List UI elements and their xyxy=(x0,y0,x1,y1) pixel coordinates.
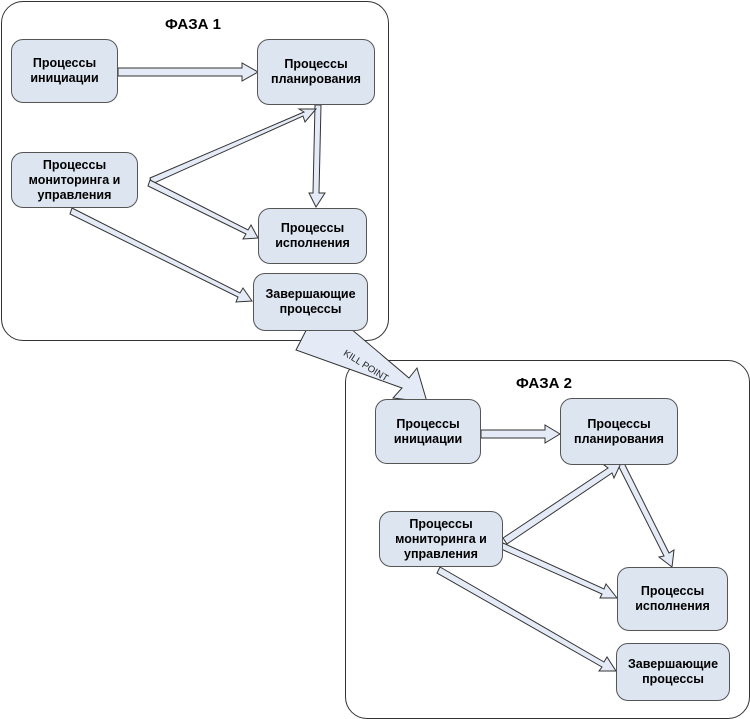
phase-2-execution-node: Процессы исполнения xyxy=(617,567,728,631)
arrow-monitoring-to-closing-2 xyxy=(436,566,617,672)
arrow-monitoring-to-planning-2 xyxy=(502,460,623,545)
phase-1-closing-node: Завершающие процессы xyxy=(253,273,368,331)
phase-1-planning-node: Процессы планирования xyxy=(257,39,375,105)
phase-2-monitoring-node: Процессы мониторинга и управления xyxy=(379,511,503,567)
arrow-monitoring-to-execution-2 xyxy=(500,542,619,599)
phase-2-title: ФАЗА 2 xyxy=(516,375,573,392)
phase-1-monitoring-node: Процессы мониторинга и управления xyxy=(11,152,138,208)
phase-1-initiation-node: Процессы инициации xyxy=(11,39,118,103)
phase-2-planning-node: Процессы планирования xyxy=(560,398,678,465)
arrow-planning-to-execution-1 xyxy=(308,104,326,209)
arrow-monitoring-to-planning-1 xyxy=(149,108,318,185)
phase-2-closing-node: Завершающие процессы xyxy=(616,643,730,701)
arrow-initiation-to-planning-1 xyxy=(117,62,260,82)
phase-2-initiation-node: Процессы инициации xyxy=(375,399,481,464)
phase-1-execution-node: Процессы исполнения xyxy=(258,208,367,264)
phase-1-title: ФАЗА 1 xyxy=(165,16,222,33)
arrow-monitoring-to-execution-1 xyxy=(147,179,259,240)
arrow-planning-to-execution-2 xyxy=(617,462,675,568)
arrow-initiation-to-planning-2 xyxy=(480,424,561,444)
arrow-monitoring-to-closing-1 xyxy=(69,207,253,303)
